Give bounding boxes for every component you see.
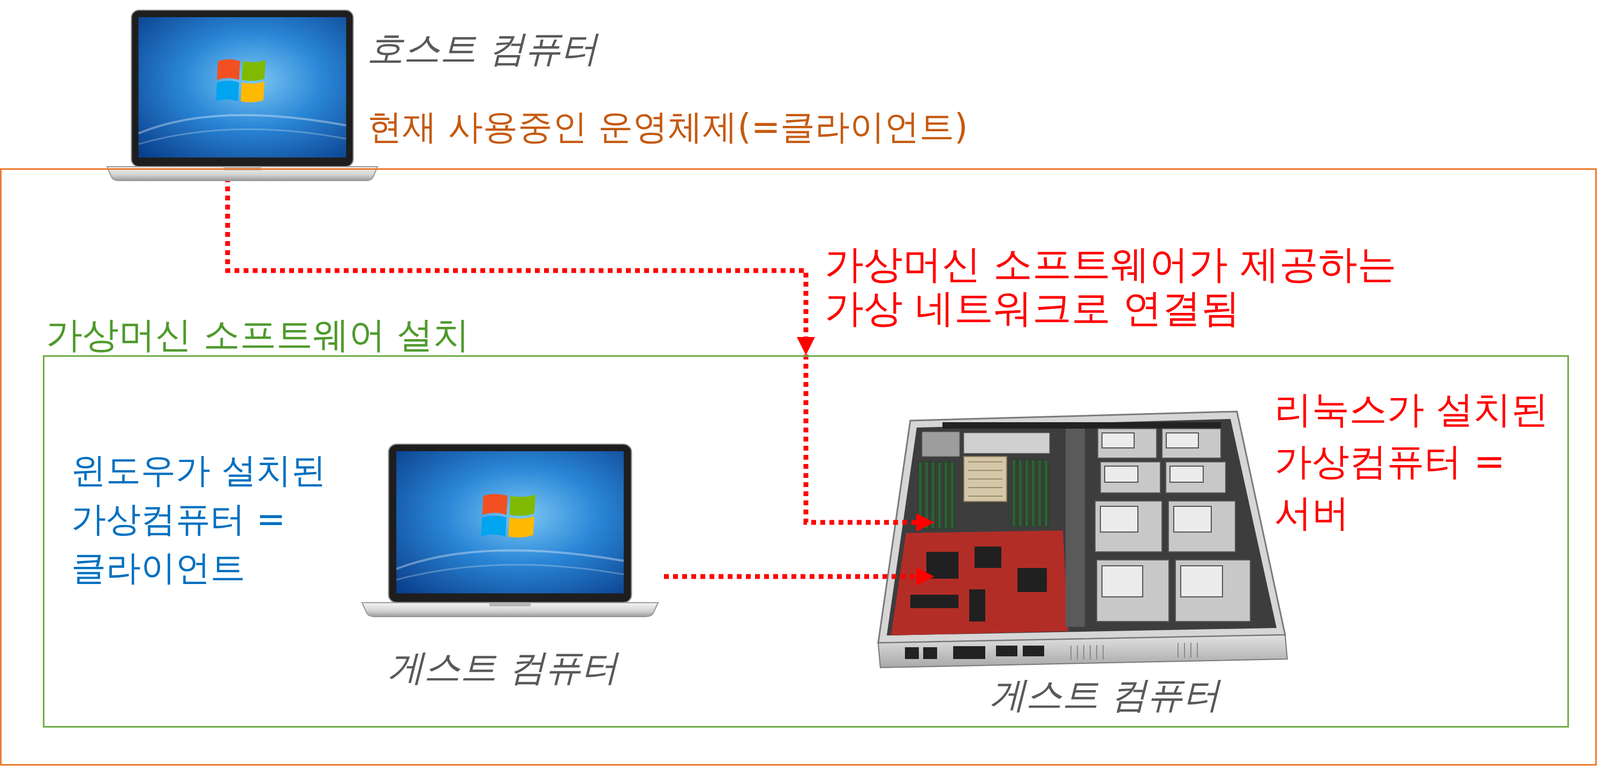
server-picture-part-part bbox=[1076, 645, 1078, 660]
server-picture-part-part bbox=[1070, 645, 1072, 660]
hard-disk-part bbox=[1100, 506, 1138, 532]
server-picture-part-part bbox=[950, 461, 955, 529]
server-picture-part-part bbox=[1024, 459, 1029, 527]
server-picture-part bbox=[963, 432, 1050, 454]
hard-disk-part bbox=[1166, 432, 1199, 448]
server-picture-part-part bbox=[1196, 642, 1198, 658]
server-picture-part-part bbox=[1018, 459, 1023, 527]
server-picture-part-part bbox=[953, 645, 986, 659]
hard-disk-part bbox=[1168, 500, 1236, 552]
server-picture-part-part bbox=[1177, 642, 1179, 658]
server-picture-part bbox=[1065, 428, 1085, 627]
server-picture-part-part bbox=[1102, 644, 1104, 660]
server-picture-part bbox=[891, 530, 1069, 636]
server-picture-part-part bbox=[1089, 644, 1091, 660]
edge-label: 가상머신 소프트웨어가 제공하는 가상 네트워크로 연결됨 bbox=[824, 242, 1420, 330]
server-picture-part-part bbox=[923, 646, 938, 659]
hard-disk-part bbox=[1104, 465, 1138, 482]
server-picture-part-part bbox=[937, 461, 942, 529]
server-picture-part bbox=[968, 461, 1003, 496]
server-picture-part bbox=[942, 421, 1221, 429]
dotted-line bbox=[663, 574, 918, 579]
network-connector bbox=[663, 567, 935, 586]
hard-disk-part bbox=[1173, 506, 1212, 532]
host-laptop bbox=[107, 10, 378, 181]
server-picture-part-part bbox=[1022, 645, 1045, 656]
server-picture-part-part bbox=[968, 469, 1003, 471]
server-picture-part-part bbox=[1031, 459, 1036, 527]
server-picture-part bbox=[878, 411, 1286, 643]
server-picture-part-part bbox=[969, 589, 986, 622]
region-heading: 가상머신 소프트웨어 설치 bbox=[46, 312, 470, 357]
hard-disk-part bbox=[1095, 500, 1162, 552]
guest-caption: 게스트 컴퓨터 bbox=[989, 672, 1220, 717]
windows-guest: 윈도우가 설치된 가상컴퓨터 =클라이언트게스트 컴퓨터 bbox=[58, 428, 664, 707]
vm-software-region: 가상머신 소프트웨어 설치윈도우가 설치된 가상컴퓨터 =클라이언트게스트 컴퓨… bbox=[42, 355, 1569, 728]
server-description: 리눅스가 설치된 가상컴퓨터 =서버 bbox=[1274, 383, 1560, 539]
guest-caption: 게스트 컴퓨터 bbox=[387, 645, 618, 690]
hard-disk-part bbox=[1096, 559, 1169, 622]
server-picture-part-part bbox=[968, 495, 1003, 497]
server-picture-part-part bbox=[926, 551, 959, 579]
server-picture-part-part bbox=[1037, 459, 1042, 527]
server-picture-part-part bbox=[944, 461, 948, 529]
guest-description: 윈도우가 설치된 가상컴퓨터 =클라이언트 bbox=[71, 445, 350, 592]
server-picture-part bbox=[878, 634, 1288, 668]
server-picture-part-part bbox=[910, 594, 959, 608]
server-picture-part-part bbox=[995, 645, 1018, 656]
arrow-head bbox=[796, 336, 815, 356]
server-picture-part bbox=[922, 431, 960, 457]
server-picture-part bbox=[910, 546, 1047, 622]
hard-disk-part bbox=[1165, 461, 1226, 493]
hard-disk bbox=[1095, 428, 1251, 622]
hard-disk-part bbox=[1170, 465, 1204, 482]
hard-disk-part bbox=[1175, 559, 1251, 622]
server-picture-part-part bbox=[1012, 459, 1016, 527]
arrow-head bbox=[916, 567, 935, 586]
hard-disk-part bbox=[1161, 428, 1221, 458]
server-picture-part-part bbox=[1017, 567, 1047, 592]
server-picture-part-part bbox=[968, 478, 1003, 480]
server-picture-part-part bbox=[968, 461, 1003, 463]
server-picture bbox=[878, 411, 1288, 668]
server-picture-part-part bbox=[1096, 644, 1098, 660]
server-picture-part bbox=[904, 645, 1045, 659]
server-picture-part-part bbox=[904, 646, 919, 659]
hard-disk-part bbox=[1097, 428, 1157, 458]
server-picture-part-part bbox=[1044, 459, 1048, 527]
arrow-head bbox=[916, 512, 935, 532]
server-picture-part bbox=[963, 456, 1007, 502]
server-picture-part-part bbox=[1183, 642, 1186, 658]
hard-disk-part bbox=[1180, 565, 1223, 597]
server-picture-part-part bbox=[931, 461, 935, 529]
hard-disk-part bbox=[1100, 461, 1161, 493]
guest-laptop bbox=[361, 443, 659, 617]
hard-disk-part bbox=[1102, 432, 1135, 448]
hard-disk-part bbox=[1102, 565, 1143, 597]
linux-guest: 리눅스가 설치된 가상컴퓨터 =서버게스트 컴퓨터 bbox=[934, 374, 1567, 723]
server-picture-part-part bbox=[1083, 644, 1085, 660]
server-picture-part bbox=[886, 418, 1277, 636]
host-heading: 호스트 컴퓨터 bbox=[367, 26, 598, 71]
server-picture-part-part bbox=[974, 546, 1002, 568]
server-picture-part-part bbox=[1190, 642, 1192, 658]
server-picture-part-part bbox=[968, 486, 1003, 488]
server-picture-part bbox=[1070, 642, 1198, 660]
os-note: 현재 사용중인 운영체제(=클라이언트) bbox=[367, 106, 969, 148]
